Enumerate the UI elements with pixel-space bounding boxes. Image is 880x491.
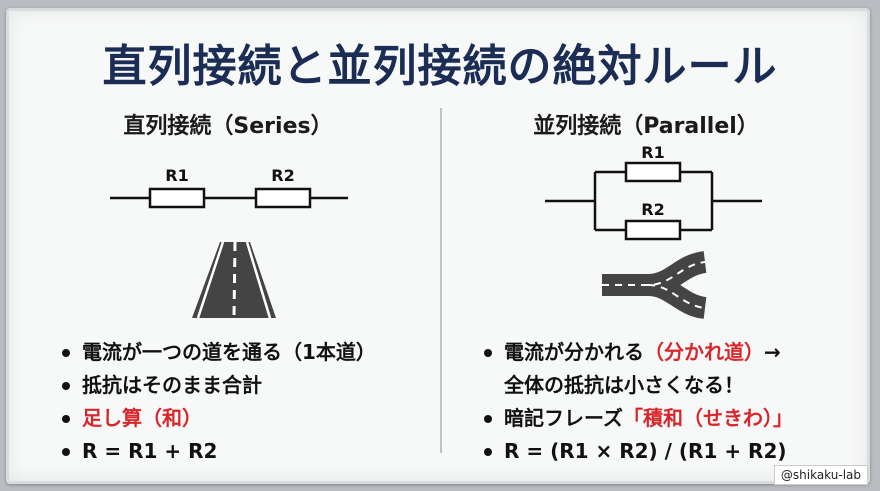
series-label-r2: R2 xyxy=(271,166,294,185)
column-divider xyxy=(440,108,442,453)
straight-road-icon xyxy=(192,241,276,319)
parallel-label-r1: R1 xyxy=(641,143,664,162)
series-bullet-1: 電流が一つの道を通る（1本道） xyxy=(58,336,376,369)
parallel-bullet-1-arrow: → xyxy=(764,340,781,364)
series-bullet-2: 抵抗はそのまま合計 xyxy=(58,369,376,402)
parallel-bullet-1: 電流が分かれる（分かれ道）→ xyxy=(480,336,793,369)
parallel-bullet-list: 電流が分かれる（分かれ道）→ 全体の抵抗は小さくなる！ 暗記フレーズ「積和（せき… xyxy=(480,336,793,468)
series-heading: 直列接続（Series） xyxy=(123,114,333,139)
parallel-bullet-1-main: 電流が分かれる xyxy=(504,340,644,364)
parallel-resistor-r2 xyxy=(624,219,682,241)
whiteboard xyxy=(6,8,870,484)
series-bullet-list: 電流が一つの道を通る（1本道） 抵抗はそのまま合計 足し算（和） R = R1 … xyxy=(58,336,376,468)
parallel-bullet-1-continuation: 全体の抵抗は小さくなる！ xyxy=(504,373,744,397)
series-bullet-4: R = R1 + R2 xyxy=(58,435,376,468)
page-title: 直列接続と並列接続の絶対ルール xyxy=(102,41,778,92)
series-circuit xyxy=(110,187,348,209)
parallel-resistor-r1 xyxy=(624,161,682,183)
series-resistor-r1 xyxy=(148,187,206,209)
parallel-bullet-2-main: 暗記フレーズ xyxy=(504,406,623,430)
parallel-bullet-3: R = (R1 × R2) / (R1 + R2) xyxy=(480,435,793,468)
parallel-heading: 並列接続（Parallel） xyxy=(533,114,759,139)
series-bullet-3: 足し算（和） xyxy=(58,402,376,435)
parallel-bullet-2-highlight: 「積和（せきわ）」 xyxy=(623,406,793,430)
parallel-circuit xyxy=(545,161,762,241)
parallel-bullet-2: 暗記フレーズ「積和（せきわ）」 xyxy=(480,402,793,435)
forked-road-icon xyxy=(602,251,708,319)
series-label-r1: R1 xyxy=(165,166,188,185)
parallel-bullet-1-highlight: （分かれ道） xyxy=(644,340,764,364)
credit-label: @shikaku-lab xyxy=(773,465,868,485)
parallel-label-r2: R2 xyxy=(641,200,664,219)
series-resistor-r2 xyxy=(254,187,312,209)
